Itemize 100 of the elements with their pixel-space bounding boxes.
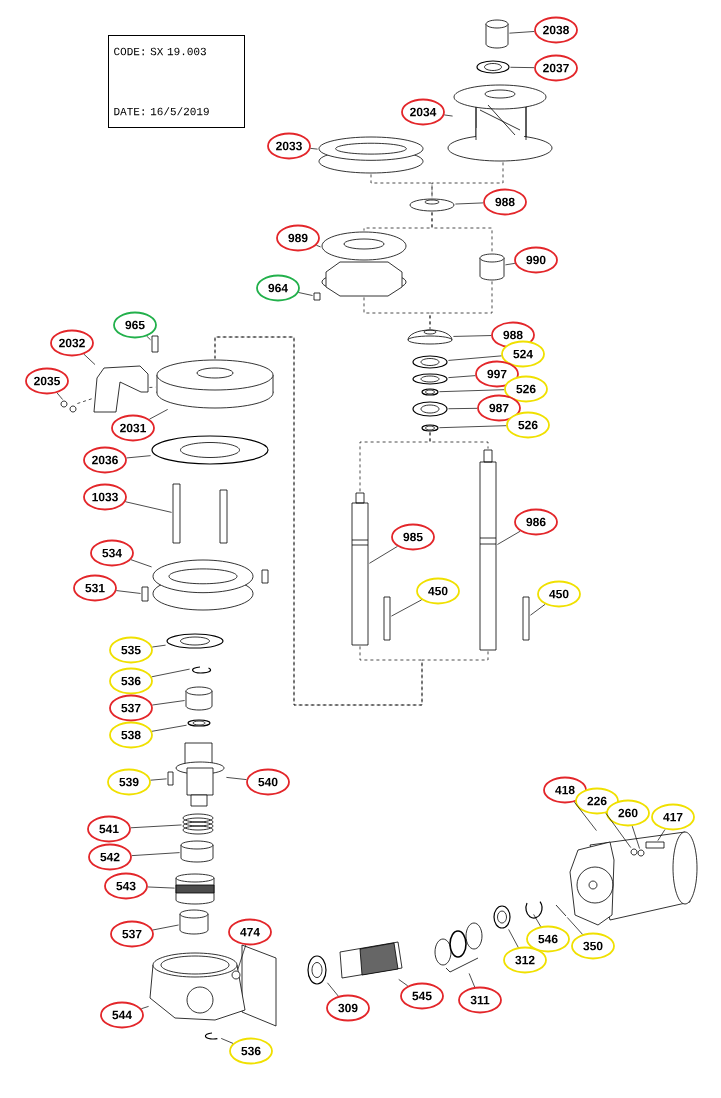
leader-line — [237, 944, 247, 970]
callout-number: 2031 — [111, 414, 155, 442]
clutch-cone-drawing — [321, 231, 407, 297]
spring-drawing — [182, 813, 214, 835]
gasket-drawing — [151, 435, 269, 465]
rings-drawing — [434, 922, 483, 973]
leader-line — [439, 425, 507, 429]
callout-number: 536 — [229, 1037, 273, 1065]
callout-number: 531 — [73, 574, 117, 602]
callout-number: 2035 — [25, 367, 69, 395]
callout-number: 535 — [109, 636, 153, 664]
leader-line — [147, 886, 175, 889]
pin-drawing — [151, 335, 159, 353]
assembly-line — [429, 281, 493, 329]
callout-number: 1033 — [83, 483, 127, 511]
leader-line — [631, 825, 640, 849]
callout-number: 988 — [483, 188, 527, 216]
callout-number: 543 — [104, 872, 148, 900]
shaft-drawing — [351, 492, 369, 646]
title-block: CODE: SX 19.003 DATE: 16/5/2019 — [108, 35, 245, 128]
leader-line — [448, 355, 502, 361]
bush-drawing — [179, 909, 209, 935]
assembly-line — [214, 336, 423, 706]
leader-line — [444, 114, 453, 117]
callout-number: 544 — [100, 1001, 144, 1029]
deck-plate-drawing — [156, 359, 274, 409]
screws-drawing — [60, 400, 77, 413]
callout-number: 450 — [416, 577, 460, 605]
coupling-drawing — [175, 742, 225, 807]
leader-line — [150, 778, 167, 781]
callout-number: 965 — [113, 311, 157, 339]
leader-line — [391, 599, 422, 617]
screw-drawing — [645, 841, 665, 849]
gear-drawing — [175, 873, 215, 905]
callout-number: 541 — [87, 815, 131, 843]
pin-drawing — [522, 596, 530, 641]
leader-line — [141, 1006, 149, 1010]
leader-line — [146, 335, 151, 341]
callout-number: 417 — [651, 803, 695, 831]
callout-number: 350 — [571, 932, 615, 960]
leader-line — [126, 455, 151, 459]
callout-number: 2032 — [50, 329, 94, 357]
assembly-line — [214, 336, 489, 706]
leader-line — [83, 353, 96, 365]
leader-line — [56, 392, 64, 400]
leader-line — [468, 973, 476, 988]
callout-number: 987 — [477, 394, 521, 422]
callout-number: 524 — [501, 340, 545, 368]
callout-number: 545 — [400, 982, 444, 1010]
cone-drawing — [407, 329, 453, 345]
leader-line — [509, 31, 535, 34]
leader-line — [151, 724, 187, 732]
leader-line — [310, 148, 318, 150]
leader-line — [130, 559, 152, 568]
assembly-line — [431, 162, 504, 198]
callout-number: 986 — [514, 508, 558, 536]
ring-drawing — [493, 905, 511, 929]
callout-number: 534 — [90, 539, 134, 567]
callout-number: 539 — [107, 768, 151, 796]
plug-drawing — [231, 970, 241, 980]
assembly-line — [431, 212, 493, 253]
leader-line — [151, 668, 190, 678]
callout-number: 2037 — [534, 54, 578, 82]
leader-line — [455, 202, 484, 205]
cone-drawing — [409, 198, 455, 212]
bearing-drawing — [485, 19, 509, 49]
leader-line — [125, 501, 172, 513]
leader-line — [220, 1038, 234, 1044]
callout-number: 450 — [537, 580, 581, 608]
seal-drawing — [412, 355, 448, 369]
callout-number: 2034 — [401, 98, 445, 126]
callout-number: 2036 — [83, 446, 127, 474]
circlip-drawing — [525, 901, 543, 919]
leader-line — [605, 812, 632, 848]
worm-shaft-drawing — [339, 941, 403, 979]
callout-number: 2033 — [267, 132, 311, 160]
key-drawing — [167, 771, 174, 786]
callout-number: 990 — [514, 246, 558, 274]
callout-number: 311 — [458, 986, 502, 1014]
ring-drawing — [421, 424, 439, 432]
washer-drawing — [630, 848, 638, 856]
nut-drawing — [637, 849, 645, 857]
housing-drawing — [149, 944, 277, 1027]
flange-drawing — [152, 559, 254, 611]
callout-number: 474 — [228, 918, 272, 946]
pin-drawing — [555, 904, 567, 917]
seal-drawing — [307, 955, 327, 985]
ring-drawing — [421, 388, 439, 396]
leader-line — [533, 914, 541, 927]
assembly-line — [77, 398, 93, 404]
leader-line — [152, 924, 179, 931]
leader-line — [574, 801, 597, 831]
leader-line — [131, 852, 180, 856]
leader-line — [453, 335, 492, 337]
leader-line — [298, 292, 313, 296]
bush-drawing — [180, 840, 214, 863]
callout-number: 989 — [276, 224, 320, 252]
callout-number: 2038 — [534, 16, 578, 44]
leader-line — [316, 244, 321, 248]
ring-drawing — [187, 719, 211, 727]
